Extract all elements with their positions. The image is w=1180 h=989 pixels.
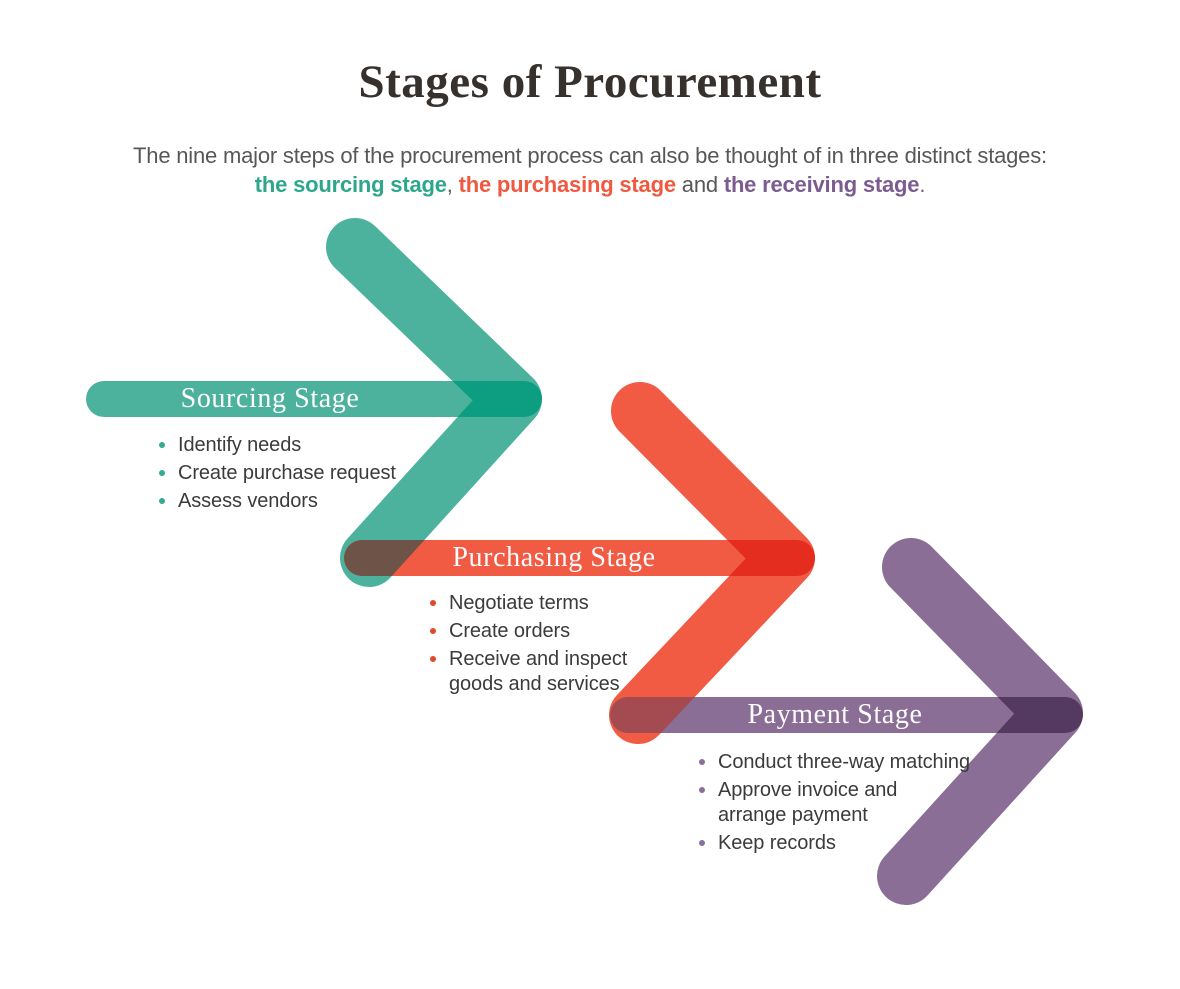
bullet-item: Conduct three-way matching — [699, 750, 998, 775]
bullet-item: Assess vendors — [159, 489, 438, 514]
purchasing-stage-label: Purchasing Stage — [452, 542, 656, 573]
bullet-item: Create purchase request — [159, 461, 438, 486]
subtitle-line1: The nine major steps of the procurement … — [133, 143, 1047, 168]
subtitle-period: . — [919, 172, 926, 197]
subtitle-receiving-phrase: the receiving stage — [723, 172, 920, 197]
bullet-item: Approve invoice and arrange payment — [699, 778, 998, 828]
bullet-item: Keep records — [699, 831, 998, 856]
bullet-item: Identify needs — [159, 433, 438, 458]
subtitle-line2: the sourcing stage, the purchasing stage… — [0, 170, 1180, 199]
subtitle-purchasing-phrase: the purchasing stage — [458, 172, 676, 197]
subtitle-separator-and: and — [675, 172, 724, 197]
purchasing-apex-overlap — [609, 540, 815, 576]
payment-apex-overlap — [877, 697, 1083, 733]
bullet-item: Negotiate terms — [430, 591, 709, 616]
subtitle-sourcing-phrase: the sourcing stage — [254, 172, 447, 197]
payment-bullet-list: Conduct three-way matching Approve invoi… — [699, 750, 998, 859]
subtitle: The nine major steps of the procurement … — [0, 141, 1180, 199]
bullet-item: Receive and inspect goods and services — [430, 647, 709, 697]
bullet-item: Create orders — [430, 619, 709, 644]
page-title: Stages of Procurement — [358, 56, 822, 108]
payment-stage-label: Payment Stage — [747, 699, 923, 730]
sourcing-bullet-list: Identify needs Create purchase request A… — [159, 433, 438, 517]
sourcing-stage-label: Sourcing Stage — [180, 383, 360, 414]
purchasing-bullet-list: Negotiate terms Create orders Receive an… — [430, 591, 709, 700]
subtitle-separator-comma: , — [446, 172, 459, 197]
sourcing-apex-overlap — [326, 381, 542, 417]
